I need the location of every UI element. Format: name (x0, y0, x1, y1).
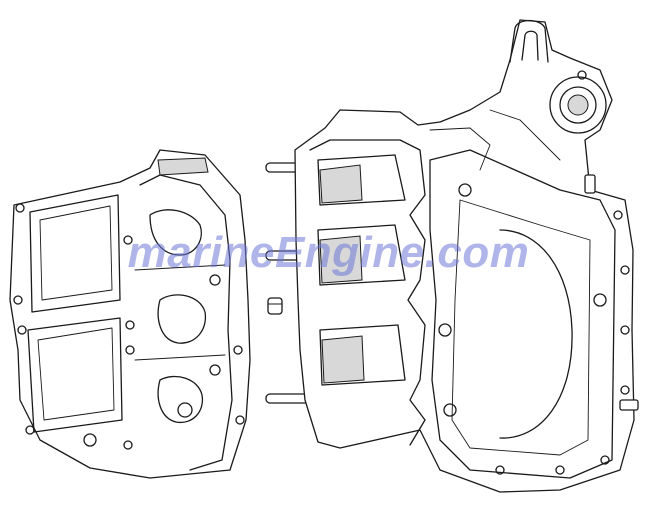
dowel-pin (267, 297, 283, 315)
crankcase-block (294, 19, 639, 493)
cylinder-head-exhaust-cover (9, 149, 251, 479)
